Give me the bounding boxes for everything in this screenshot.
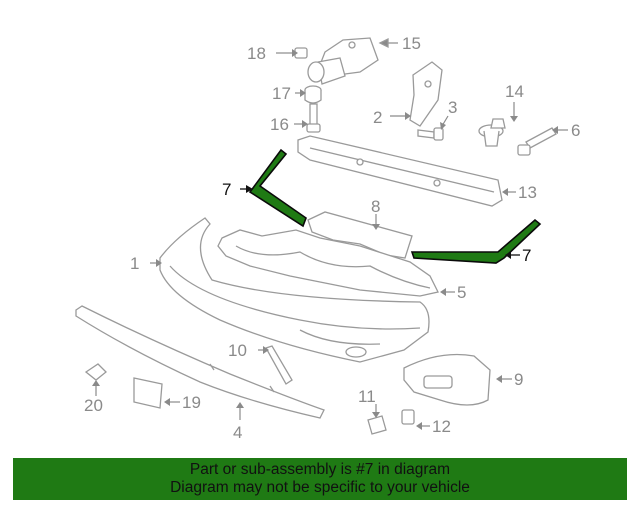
part-1-bumper-cover[interactable] xyxy=(150,217,430,363)
callout-20: 20 xyxy=(84,396,103,415)
part-14-clip[interactable] xyxy=(478,102,518,147)
part-7-right-molding[interactable] xyxy=(410,218,542,264)
callout-3: 3 xyxy=(448,98,457,117)
parts-diagram: 15 18 17 16 2 3 xyxy=(75,34,580,442)
part-19-plate[interactable] xyxy=(133,377,180,409)
part-18-bolt[interactable] xyxy=(276,47,308,59)
callout-6: 6 xyxy=(571,121,580,140)
callout-8: 8 xyxy=(371,197,380,216)
part-15-bracket[interactable] xyxy=(307,37,398,85)
info-banner: Part or sub-assembly is #7 in diagram Di… xyxy=(13,458,627,500)
part-3-screw[interactable] xyxy=(417,115,449,141)
callout-18: 18 xyxy=(247,44,266,63)
part-13-impact-bar[interactable] xyxy=(297,135,516,207)
callout-7-right: 7 xyxy=(522,246,531,265)
callout-7-left: 7 xyxy=(222,180,231,199)
callout-11: 11 xyxy=(358,387,376,406)
part-17-bushing[interactable] xyxy=(295,85,322,104)
part-4-lower-molding[interactable] xyxy=(75,305,325,420)
part-11-clip[interactable] xyxy=(367,404,387,435)
callout-1: 1 xyxy=(130,254,139,273)
part-5-absorber[interactable] xyxy=(217,229,455,297)
callout-12: 12 xyxy=(432,417,451,436)
part-6-pin[interactable] xyxy=(517,126,568,156)
callout-2: 2 xyxy=(373,108,382,127)
callout-14: 14 xyxy=(505,82,524,101)
part-7-left-molding[interactable] xyxy=(240,148,307,228)
callout-19: 19 xyxy=(182,393,201,412)
callout-9: 9 xyxy=(514,370,523,389)
callout-4: 4 xyxy=(233,423,242,442)
callout-10: 10 xyxy=(228,341,247,360)
banner-line-2: Diagram may not be specific to your vehi… xyxy=(170,479,470,496)
callout-15: 15 xyxy=(402,34,421,53)
callout-13: 13 xyxy=(518,183,537,202)
part-16-bolt[interactable] xyxy=(294,103,321,133)
part-12-nut[interactable] xyxy=(401,409,430,430)
part-2-bracket[interactable] xyxy=(390,61,443,127)
callout-16: 16 xyxy=(270,115,289,134)
part-10-strip[interactable] xyxy=(258,345,293,385)
banner-line-1: Part or sub-assembly is #7 in diagram xyxy=(189,461,451,478)
part-9-bezel[interactable] xyxy=(403,353,512,406)
part-20-clip[interactable] xyxy=(84,363,107,396)
callout-5: 5 xyxy=(457,283,466,302)
callout-17: 17 xyxy=(272,84,291,103)
